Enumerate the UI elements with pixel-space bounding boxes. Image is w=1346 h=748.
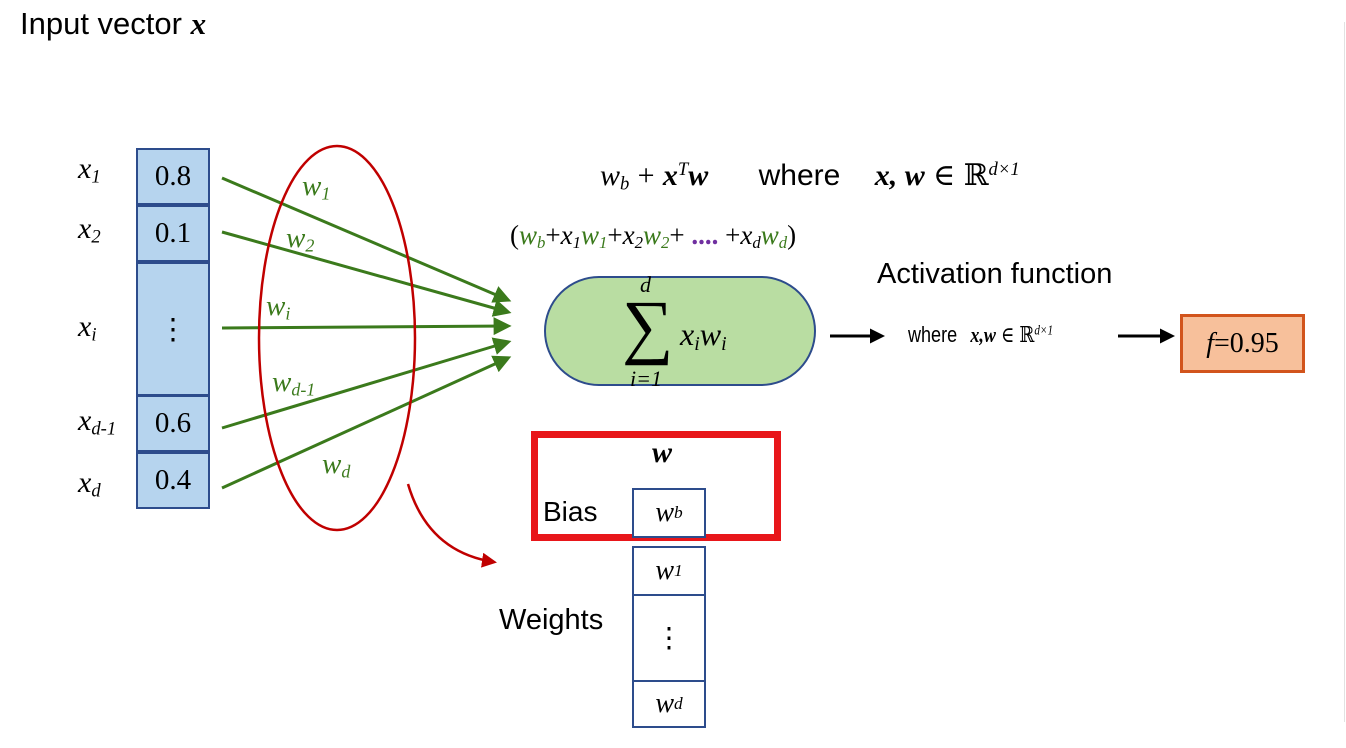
input-label-1: x1	[78, 152, 101, 188]
weights-label: Weights	[499, 604, 604, 636]
input-label-i: xi	[78, 310, 97, 346]
sum-upper-limit: d	[640, 272, 651, 297]
purple-dots: ....	[691, 220, 719, 250]
input-label-2: x2	[78, 212, 101, 248]
input-label-d: xd	[78, 466, 101, 502]
sum-lower-limit: i=1	[630, 366, 662, 391]
input-arrow-1	[221, 176, 512, 303]
input-cell-2: 0.1	[136, 205, 210, 262]
bias-label: Bias	[543, 496, 598, 527]
formula-line-1: wb + xTw where x, w ∈ ℝd×1	[600, 158, 1020, 195]
weight-label-d: wd	[322, 448, 351, 482]
weight-cell-dots: ⋮	[632, 594, 706, 682]
w-vector-header: w	[652, 436, 673, 469]
weight-label-2: w2	[286, 222, 315, 256]
input-arrow-d-1	[221, 337, 512, 430]
sum-symbol: ∑	[622, 286, 674, 366]
input-label-d-1: xd-1	[78, 404, 117, 440]
weight-label-i: wi	[266, 290, 291, 324]
input-cell-i: ⋮	[136, 262, 210, 396]
activation-label: Activation function	[877, 258, 1113, 290]
sum-term: xiwi	[680, 316, 727, 355]
weights-ellipse	[257, 144, 417, 532]
weights-curved-arrow	[406, 483, 497, 568]
input-cell-d-1: 0.6	[136, 395, 210, 452]
activation-formula: where x,w ∈ ℝd×1	[908, 322, 1054, 347]
right-edge-line	[1344, 22, 1345, 722]
title-text: Input vector	[20, 6, 182, 41]
input-arrow-i	[221, 317, 512, 336]
formula-line-2: (wb+x1w1+x2w2+ .... +xdwd)	[510, 220, 797, 253]
input-cell-1: 0.8	[136, 148, 210, 205]
weight-label-1: w1	[302, 170, 331, 204]
input-cell-d: 0.4	[136, 452, 210, 509]
title-symbol: x	[190, 6, 207, 41]
page-title: Input vector x	[20, 6, 206, 42]
output-box: f=0.95	[1180, 314, 1305, 373]
weight-label-d-1: wd-1	[272, 366, 316, 400]
summation-node	[544, 276, 816, 386]
input-arrow-d	[221, 355, 512, 490]
